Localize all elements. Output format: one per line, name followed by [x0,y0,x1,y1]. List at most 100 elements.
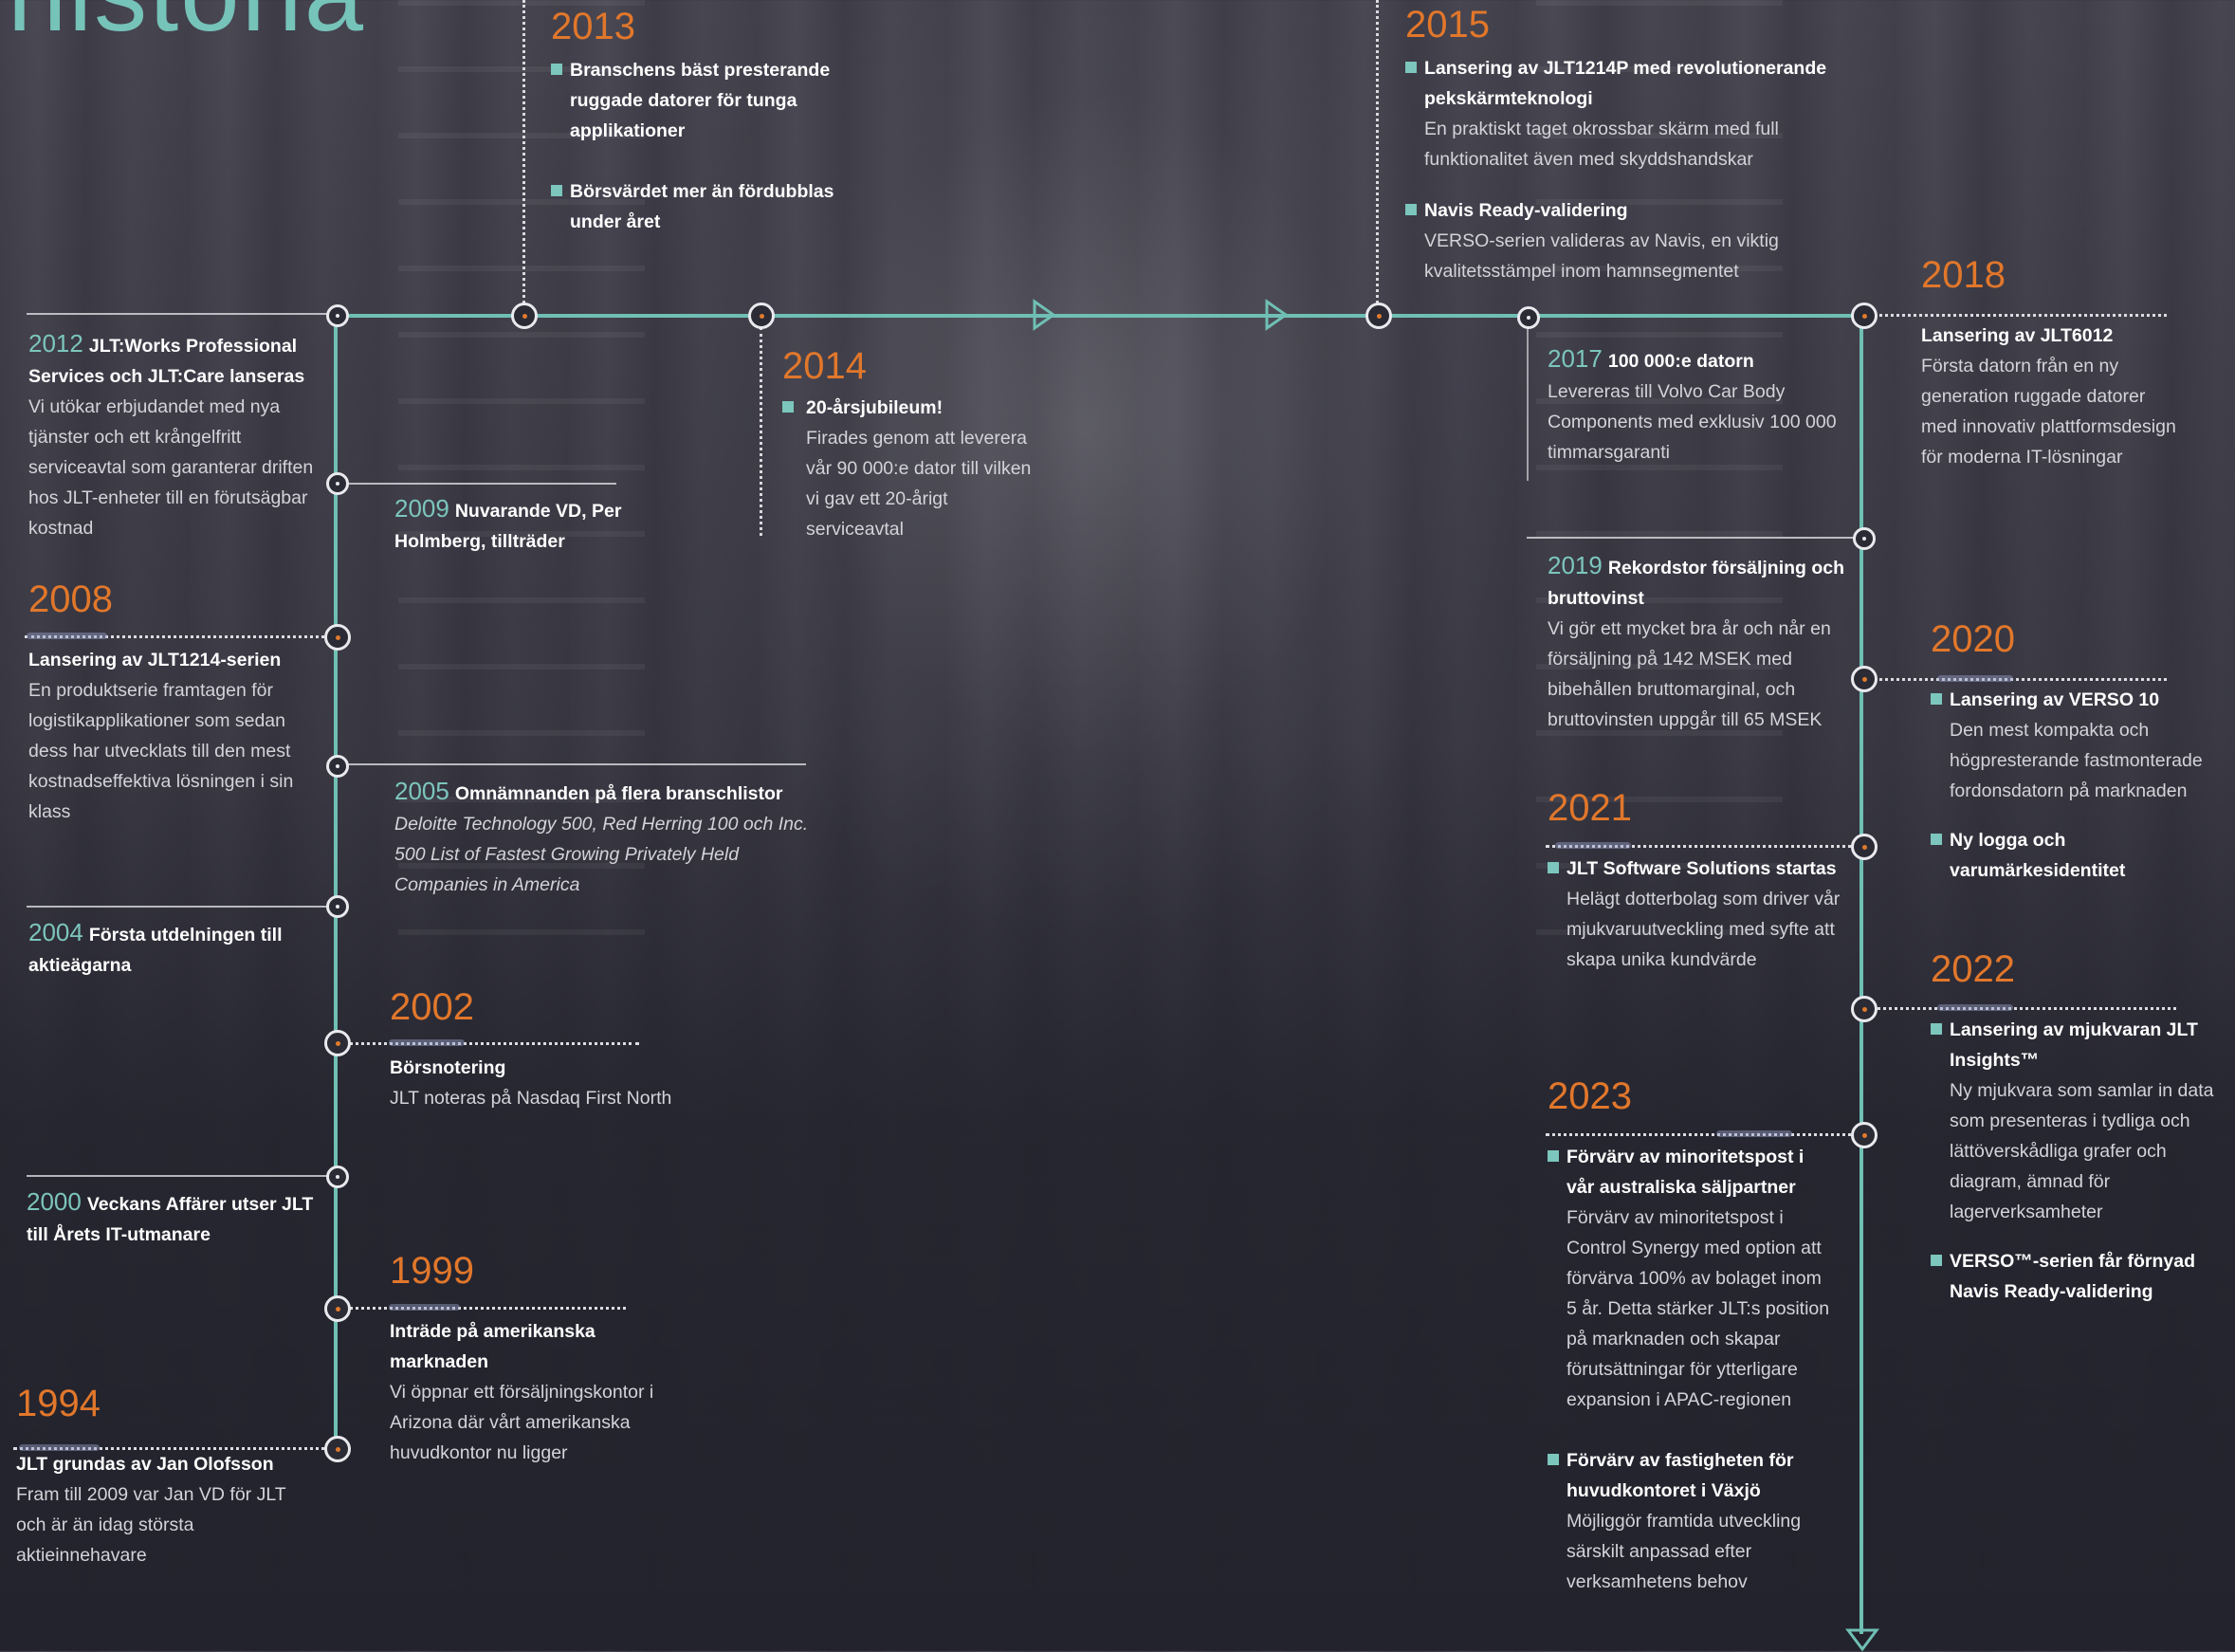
entry-bullet: Ny logga och varumärkesidentitet [1931,825,2232,886]
connector-2002 [343,1042,639,1045]
timeline-node-2009 [326,472,349,495]
year-label: 2019 [1548,551,1603,579]
entry-text: Möjliggör framtida utveckling särskilt a… [1566,1511,1802,1592]
connector-2000 [27,1175,332,1177]
connector-2022 [1873,1007,2176,1010]
entry-title: JLT grundas av Jan Olofsson [16,1454,274,1475]
timeline-node-2017 [1517,306,1540,329]
timeline-node-2015 [1365,303,1392,329]
timeline-end-arrow-icon [1845,1628,1879,1652]
entry-title: Omnämnanden på flera branschlistor [454,783,783,804]
entry-text: Förvärv av minoritetspost i Control Syne… [1566,1207,1830,1410]
year-label: 2018 [1921,254,2006,296]
entry-bullet: Börsvärdet mer än fördubblas under året [551,176,864,237]
entry-text: Vi öppnar ett försäljningskontor i Arizo… [390,1382,654,1463]
entry-bullet: Lansering av JLT1214P med revolutioneran… [1405,53,1851,174]
year-label: 2008 [28,578,113,620]
entry-2015: 2015 Lansering av JLT1214P med revolutio… [1405,6,1851,286]
accent-2023 [1716,1130,1792,1137]
connector-1999 [343,1307,626,1310]
year-label: 2012 [28,329,83,358]
accent-1994 [19,1444,100,1451]
timeline-node-2000 [326,1166,349,1188]
entry-bullet: Branschens bäst presterande ruggade dato… [551,55,864,146]
timeline-node-2021 [1851,834,1878,860]
entry-2014: 2014 20-årsjubileum! Firades genom att l… [782,347,1038,544]
entry-bullet: Lansering av VERSO 10 Den mest kompakta … [1931,685,2232,806]
connector-2020 [1873,678,2167,681]
entry-text: Levereras till Volvo Car Body Components… [1548,381,1837,463]
year-label: 2023 [1548,1075,1632,1117]
entry-1994: 1994 JLT grundas av Jan Olofsson Fram ti… [16,1385,301,1570]
accent-1999 [389,1304,460,1311]
year-label: 2022 [1931,948,2015,990]
entry-title: Nuvarande VD, Per Holmberg, tillträder [394,501,622,552]
entry-bullet: Förvärv av minoritetspost i vår australi… [1548,1142,1832,1415]
entry-2008: 2008 Lansering av JLT1214-serien En prod… [28,580,308,827]
year-label: 2013 [551,6,635,47]
accent-2021 [1555,842,1631,849]
timeline-node-2002 [324,1030,351,1056]
entry-text: Firades genom att leverera vår 90 000:e … [806,428,1032,540]
connector-1994 [13,1447,332,1450]
accent-2008 [27,633,107,639]
connector-2018 [1873,314,2167,317]
timeline-node-2004 [326,895,349,918]
year-label: 2020 [1931,618,2015,660]
entry-title: 100 000:e datorn [1607,351,1754,372]
entry-bullet: Navis Ready-validering VERSO-serien vali… [1405,195,1851,286]
timeline-node-1994 [324,1436,351,1462]
connector-2023 [1546,1133,1859,1136]
entry-2021: 2021 JLT Software Solutions startas Helä… [1548,789,1841,975]
year-label: 2005 [394,777,449,805]
entry-title: 20-årsjubileum! [806,397,943,418]
entry-title: Lansering av VERSO 10 [1950,689,2160,710]
entry-2013: 2013 Branschens bäst presterande ruggade… [551,8,864,237]
entry-title: Veckans Affärer utser JLT till Årets IT-… [27,1194,314,1245]
accent-2020 [1937,675,2013,682]
entry-bullet: Förvärv av fastigheten för huvudkontoret… [1548,1445,1832,1597]
entry-text: Vi utökar erbjudandet med nya tjänster o… [28,396,314,539]
entry-text: En praktiskt taget okrossbar skärm med f… [1424,119,1779,170]
connector-2008 [25,635,330,638]
timeline-horizontal [333,314,1860,318]
connector-2012 [27,313,332,315]
entry-2020: 2020 Lansering av VERSO 10 Den mest komp… [1931,620,2232,886]
connector-2004 [27,906,332,908]
connector-2017 [1527,327,1529,481]
timeline-node-2005 [326,755,349,778]
timeline-node-2012 [326,304,349,327]
connector-2014 [760,327,762,536]
entry-title: Lansering av mjukvaran JLT Insights™ [1950,1019,2198,1071]
connector-2009 [341,483,616,485]
entry-2022: 2022 Lansering av mjukvaran JLT Insights… [1931,950,2232,1307]
entry-bullet: Lansering av mjukvaran JLT Insights™ Ny … [1931,1015,2232,1227]
entry-bullet: VERSO™-serien får förnyad Navis Ready-va… [1931,1246,2232,1307]
timeline-right-vertical [1859,316,1863,1634]
entry-text: Den mest kompakta och högpresterande fas… [1950,720,2203,801]
entry-text: Ny mjukvara som samlar in data som prese… [1950,1080,2214,1222]
entry-text: JLT noteras på Nasdaq First North [390,1088,672,1109]
year-label: 2002 [390,986,474,1028]
entry-text: Vi gör ett mycket bra år och når en förs… [1548,618,1831,730]
accent-2002 [389,1039,465,1046]
entry-title: Första utdelningen till aktieägarna [28,925,283,976]
year-label: 2000 [27,1187,82,1216]
year-label: 2014 [782,345,867,387]
year-label: 2015 [1405,4,1490,46]
year-label: 2009 [394,494,449,523]
timeline-node-2019 [1853,527,1876,550]
entry-title: Börsnotering [390,1057,506,1078]
timeline-left-vertical [334,316,338,1448]
entry-text: Fram till 2009 var Jan VD för JLT och är… [16,1484,286,1566]
entry-text: Helägt dotterbolag som driver vår mjukva… [1566,889,1841,970]
entry-title: Förvärv av fastigheten för huvudkontoret… [1566,1450,1794,1501]
entry-bullet: 20-årsjubileum! Firades genom att levere… [782,393,1038,544]
